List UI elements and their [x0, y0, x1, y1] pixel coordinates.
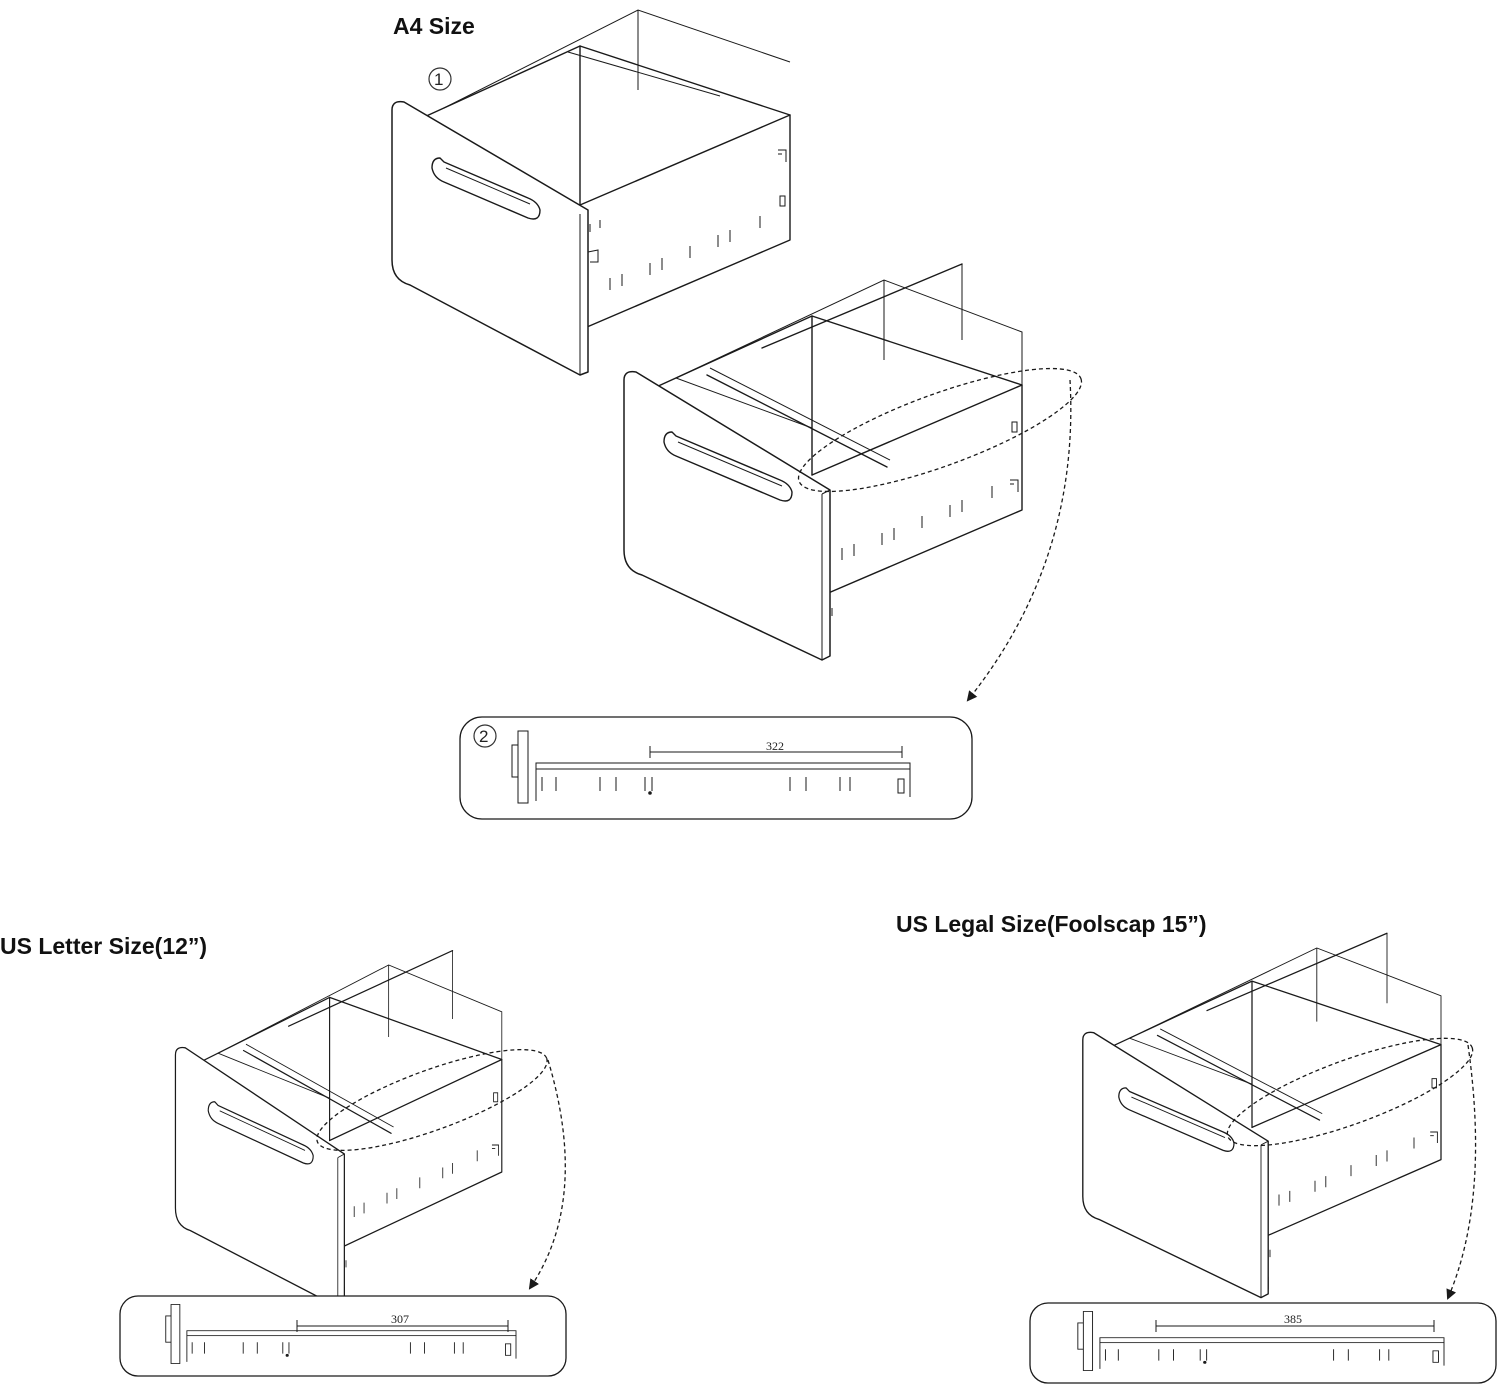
- step-one-label: 1: [434, 70, 443, 89]
- legal-drawer-with-rails: [1082, 932, 1442, 1299]
- letter-drawer-with-rails: [174, 949, 503, 1308]
- heading-a4-size: A4 Size: [393, 13, 475, 39]
- letter-rail-detail: 307: [119, 1295, 567, 1377]
- a4-detail-arrow: [966, 379, 1072, 702]
- a4-rail-highlight: [797, 367, 1083, 493]
- a4-rail-dimension: 322: [766, 739, 784, 753]
- step-two-marker: 2: [473, 724, 497, 748]
- a4-rail-detail: 2 322: [459, 716, 973, 820]
- a4-drawer-with-rails: [623, 263, 1023, 661]
- letter-rail-dimension: 307: [391, 1312, 409, 1326]
- letter-detail-arrow: [528, 1059, 566, 1290]
- step-one-marker: 1: [428, 67, 452, 91]
- legal-detail-arrow: [1446, 1044, 1477, 1300]
- heading-us-legal-size: US Legal Size(Foolscap 15”): [896, 911, 1207, 937]
- step-two-label: 2: [479, 727, 488, 746]
- heading-us-letter-size: US Letter Size(12”): [0, 933, 207, 959]
- legal-rail-highlight: [1226, 1037, 1474, 1147]
- letter-rail-highlight: [316, 1048, 548, 1152]
- a4-drawer-empty: [391, 9, 791, 376]
- legal-rail-detail: 385: [1029, 1302, 1497, 1384]
- legal-rail-dimension: 385: [1284, 1312, 1302, 1326]
